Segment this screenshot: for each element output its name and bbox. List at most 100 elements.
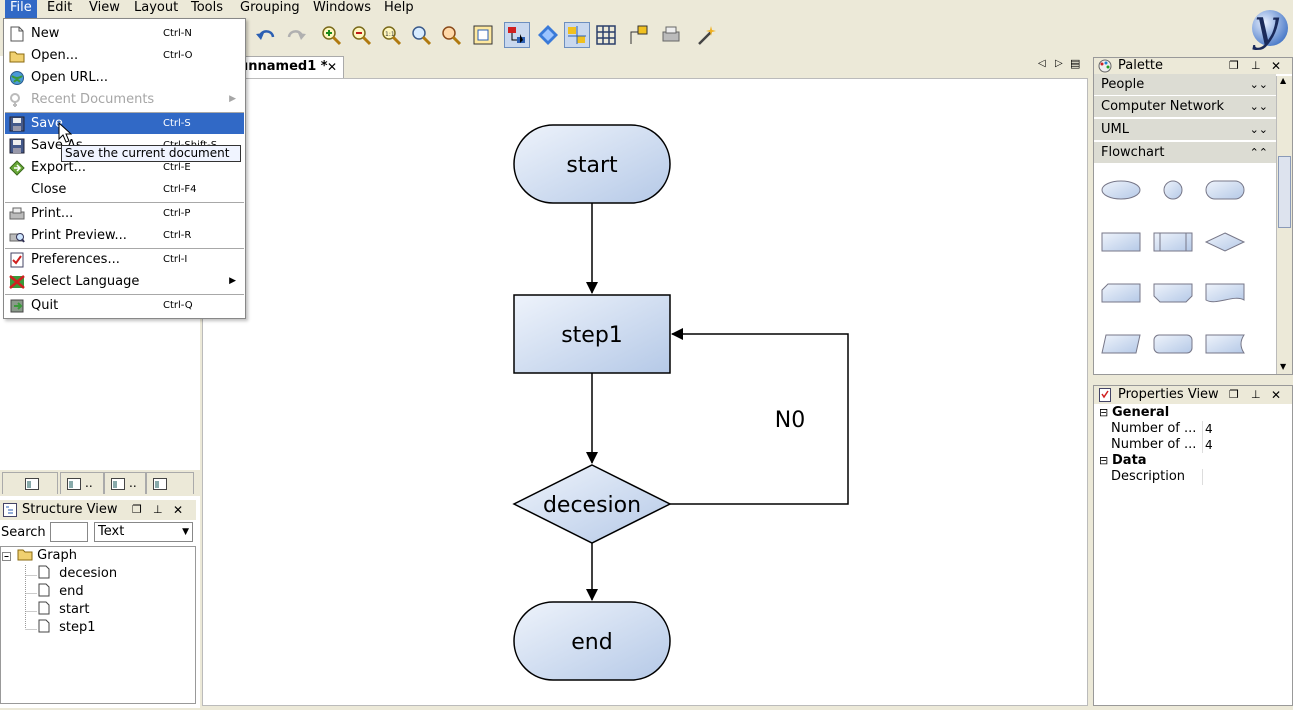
tab-scroll-left-icon[interactable]: ◁ <box>1038 58 1046 69</box>
palette-shape-process[interactable] <box>1101 232 1141 252</box>
node-end[interactable]: end <box>513 601 671 681</box>
restore-icon[interactable]: ❐ <box>1229 388 1239 401</box>
palette-shape-terminator[interactable] <box>1205 180 1245 200</box>
tree-node-step1[interactable]: step1 <box>38 619 96 637</box>
collapse-icon[interactable]: ⊟ <box>1099 454 1109 467</box>
undo-button[interactable] <box>253 22 279 48</box>
menu-item-open[interactable]: Open... Ctrl-O <box>5 45 244 66</box>
property-row[interactable]: Description <box>1094 469 1292 485</box>
tree-node-graph[interactable]: Graph <box>17 547 77 565</box>
left-tab-3[interactable]: .. <box>104 472 146 494</box>
palette-section-uml[interactable]: UML ⌄⌄ <box>1094 119 1276 141</box>
left-tab-4[interactable] <box>146 472 194 494</box>
menu-item-open-url[interactable]: Open URL... <box>5 67 244 88</box>
node-step1[interactable]: step1 <box>513 294 671 374</box>
palette-shape-data[interactable] <box>1101 334 1141 354</box>
palette-section-computer-network[interactable]: Computer Network ⌄⌄ <box>1094 96 1276 118</box>
menu-item-close[interactable]: Close Ctrl-F4 <box>5 179 244 200</box>
palette-shape-loop-limit[interactable] <box>1153 283 1193 303</box>
menu-item-preferences[interactable]: Preferences... Ctrl-I <box>5 249 244 270</box>
palette-shape-predefined-process[interactable] <box>1153 232 1193 252</box>
label-button[interactable] <box>625 22 651 48</box>
menu-item-print-preview[interactable]: Print Preview... Ctrl-R <box>5 225 244 246</box>
property-value[interactable]: 4 <box>1202 421 1292 437</box>
snap-button[interactable] <box>564 22 590 48</box>
tree-node-start[interactable]: start <box>38 601 89 619</box>
zoom-in-button[interactable] <box>318 22 344 48</box>
tab-close-icon[interactable]: ✕ <box>327 60 338 74</box>
close-icon[interactable]: ✕ <box>1271 59 1282 73</box>
palette-shape-card[interactable] <box>1101 283 1141 303</box>
search-input[interactable] <box>50 522 88 542</box>
menu-view[interactable]: View <box>89 0 120 15</box>
tree-node-decesion[interactable]: decesion <box>38 565 117 583</box>
edit-mode-button[interactable] <box>504 22 530 48</box>
redo-button[interactable] <box>283 22 309 48</box>
menu-edit[interactable]: Edit <box>47 0 73 15</box>
move-button[interactable] <box>535 22 561 48</box>
menu-item-recent-documents[interactable]: Recent Documents ▶ <box>5 89 244 110</box>
node-start[interactable]: start <box>513 124 671 204</box>
edge-decesion-step1[interactable] <box>670 328 849 505</box>
restore-icon[interactable]: ❐ <box>1229 59 1239 72</box>
menu-file[interactable]: File <box>5 0 37 18</box>
zoom-area-button[interactable] <box>438 22 464 48</box>
palette-scrollbar[interactable]: ▲ ▼ <box>1276 76 1292 374</box>
palette-shape-decision[interactable] <box>1204 232 1246 252</box>
menu-item-new[interactable]: New Ctrl-N <box>5 23 244 44</box>
menu-item-save[interactable]: Save Ctrl-S <box>5 113 244 134</box>
diagram-canvas[interactable]: start step1 decesion end N0 <box>202 78 1088 706</box>
menu-tools[interactable]: Tools <box>191 0 224 15</box>
zoom-out-button[interactable] <box>348 22 374 48</box>
close-icon[interactable]: ✕ <box>1271 388 1282 402</box>
left-tab-2[interactable]: .. <box>60 472 104 494</box>
wizard-button[interactable] <box>694 22 720 48</box>
menu-item-export[interactable]: Export... Ctrl-E <box>5 157 244 178</box>
palette-section-people[interactable]: People ⌄⌄ <box>1094 74 1276 96</box>
pin-icon[interactable]: ⊥ <box>1251 388 1261 401</box>
palette-section-flowchart[interactable]: Flowchart ⌃⌃ <box>1094 142 1276 164</box>
menu-item-shortcut: Ctrl-I <box>163 254 188 265</box>
node-decesion[interactable]: decesion <box>512 464 672 544</box>
fit-content-button[interactable] <box>470 22 496 48</box>
palette-shape-ellipse[interactable] <box>1101 180 1141 200</box>
pin-icon[interactable]: ⊥ <box>153 503 163 516</box>
pin-icon[interactable]: ⊥ <box>1251 59 1261 72</box>
menu-item-print[interactable]: Print... Ctrl-P <box>5 203 244 224</box>
collapse-icon[interactable]: ⊟ <box>1099 406 1109 419</box>
tree-node-end[interactable]: end <box>38 583 84 601</box>
edge-label-no[interactable]: N0 <box>775 408 805 433</box>
scroll-down-icon[interactable]: ▼ <box>1280 362 1287 371</box>
menu-windows[interactable]: Windows <box>313 0 372 15</box>
menu-item-quit[interactable]: Quit Ctrl-Q <box>5 295 244 316</box>
menu-item-shortcut: Ctrl-R <box>163 230 192 241</box>
scroll-up-icon[interactable]: ▲ <box>1280 76 1287 85</box>
left-tab-1[interactable] <box>2 472 58 494</box>
menu-help[interactable]: Help <box>384 0 414 15</box>
palette-scroll-thumb[interactable] <box>1278 156 1291 228</box>
zoom-button[interactable] <box>408 22 434 48</box>
menu-item-label: Save <box>31 116 63 131</box>
tab-list-icon[interactable]: ▤ <box>1070 57 1081 70</box>
palette-shape-delay[interactable] <box>1205 334 1245 354</box>
print-button[interactable] <box>658 22 684 48</box>
search-filter-select[interactable]: Text ▼ <box>94 522 193 542</box>
palette-shape-circle[interactable] <box>1163 180 1183 200</box>
palette-shape-document[interactable] <box>1205 283 1245 303</box>
tab-scroll-right-icon[interactable]: ▷ <box>1055 58 1063 69</box>
property-row[interactable]: Number of ... 4 <box>1094 437 1292 453</box>
menu-grouping[interactable]: Grouping <box>240 0 300 15</box>
palette-shape-stored-data[interactable] <box>1153 334 1193 354</box>
property-group-general[interactable]: ⊟ General <box>1094 405 1292 421</box>
property-group-data[interactable]: ⊟ Data <box>1094 453 1292 469</box>
menu-layout[interactable]: Layout <box>134 0 179 15</box>
close-icon[interactable]: ✕ <box>173 503 184 517</box>
restore-icon[interactable]: ❐ <box>132 503 142 516</box>
zoom-actual-button[interactable]: 1:1 <box>378 22 404 48</box>
property-row[interactable]: Number of ... 4 <box>1094 421 1292 437</box>
property-value[interactable] <box>1202 469 1292 485</box>
menu-item-select-language[interactable]: Select Language ▶ <box>5 271 244 292</box>
panel-icon <box>25 478 39 490</box>
grid-button[interactable] <box>593 22 619 48</box>
property-value[interactable]: 4 <box>1202 437 1292 453</box>
